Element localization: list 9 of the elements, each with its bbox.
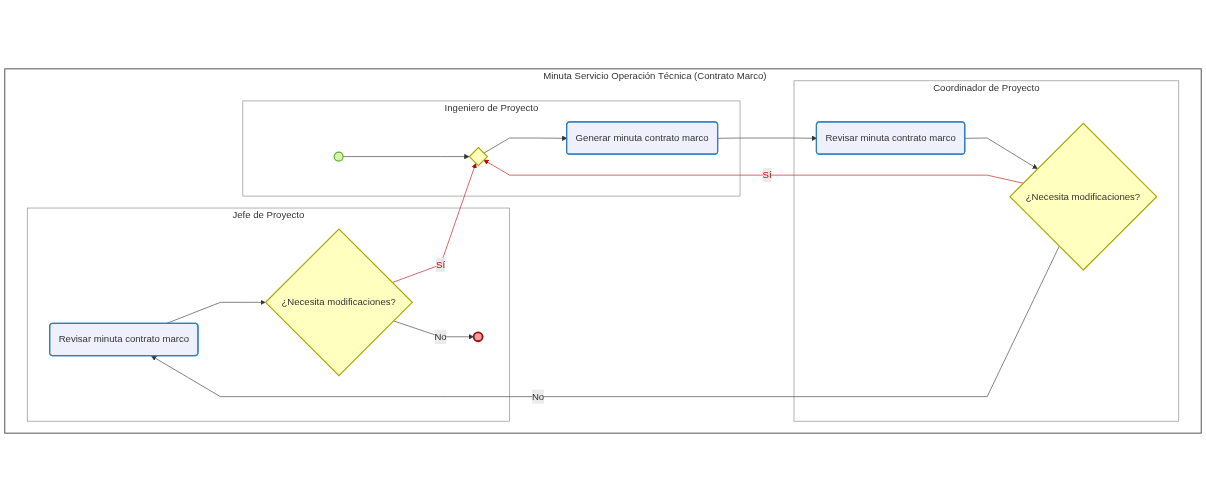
node-diamond: ¿Necesita modificaciones?: [1009, 122, 1158, 271]
node-diamond: [468, 146, 489, 167]
edge-label: No: [434, 331, 447, 342]
edge-label: No: [531, 391, 545, 402]
node-circle: [333, 151, 344, 162]
edge-label: Sí: [762, 169, 772, 180]
edge-label: Sí: [436, 259, 446, 270]
node-circle: [472, 331, 484, 343]
node-diamond: ¿Necesita modificaciones?: [264, 228, 414, 377]
